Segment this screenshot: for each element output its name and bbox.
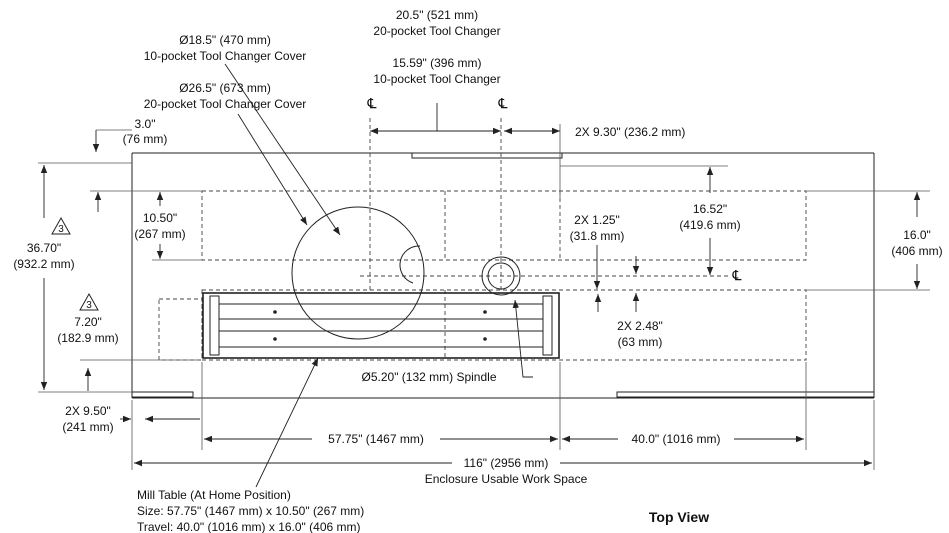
svg-text:10-pocket Tool Changer Cover: 10-pocket Tool Changer Cover	[144, 49, 307, 63]
svg-text:(932.2 mm): (932.2 mm)	[13, 257, 74, 271]
tool-changer-cover-20	[291, 206, 425, 340]
svg-text:7.20": 7.20"	[74, 315, 102, 329]
tool-changer-cover-10	[399, 245, 421, 284]
view-title: Top View	[649, 509, 709, 525]
svg-text:16.52": 16.52"	[693, 202, 727, 216]
svg-text:16.0": 16.0"	[903, 228, 931, 242]
label-cover-20: Ø26.5" (673 mm) 20-pocket Tool Changer C…	[144, 81, 307, 111]
svg-text:36.70": 36.70"	[27, 241, 61, 255]
svg-text:(182.9 mm): (182.9 mm)	[57, 331, 118, 345]
svg-text:10.50": 10.50"	[143, 211, 177, 225]
svg-text:20-pocket Tool Changer: 20-pocket Tool Changer	[373, 24, 500, 38]
svg-text:(31.8 mm): (31.8 mm)	[570, 229, 625, 243]
note-marker-1: 3	[51, 216, 71, 235]
svg-text:Ø26.5" (673 mm): Ø26.5" (673 mm)	[179, 81, 271, 95]
spindle-label: Ø5.20" (132 mm) Spindle	[362, 370, 497, 384]
dim-label-3-0: 3.0" (76 mm)	[123, 117, 168, 146]
svg-text:Size: 57.75" (1467 mm) x 10.50: Size: 57.75" (1467 mm) x 10.50" (267 mm)	[137, 504, 364, 518]
svg-text:10-pocket Tool Changer: 10-pocket Tool Changer	[373, 72, 500, 86]
svg-text:Ø18.5" (470 mm): Ø18.5" (470 mm)	[179, 33, 271, 47]
svg-text:Enclosure Usable Work Space: Enclosure Usable Work Space	[425, 472, 588, 486]
dim-label-36-70: 36.70" (932.2 mm)	[13, 241, 74, 271]
centerline-symbol-horizontal: ℄	[732, 268, 742, 284]
svg-text:3.0": 3.0"	[135, 117, 156, 131]
svg-text:3: 3	[58, 224, 64, 235]
dim-label-57-75: 57.75" (1467 mm)	[328, 432, 424, 446]
dimension-lines	[38, 63, 930, 488]
svg-text:Mill Table (At Home Position): Mill Table (At Home Position)	[137, 488, 291, 502]
mill-table	[202, 292, 560, 359]
dim-label-16-52: 16.52" (419.6 mm)	[679, 202, 740, 232]
label-tool-changer-20: 20.5" (521 mm) 20-pocket Tool Changer	[373, 8, 500, 38]
centerline-symbol-cover: ℄	[367, 96, 377, 112]
travel-envelope	[158, 190, 807, 361]
door-panel-right	[616, 391, 875, 398]
svg-text:2X 9.50": 2X 9.50"	[65, 404, 111, 418]
dim-label-9-50: 2X 9.50" (241 mm)	[62, 404, 113, 434]
centerlines	[360, 118, 728, 292]
svg-text:20-pocket Tool Changer Cover: 20-pocket Tool Changer Cover	[144, 97, 307, 111]
svg-text:(63 mm): (63 mm)	[618, 335, 663, 349]
dim-label-2-48: 2X 2.48" (63 mm)	[617, 319, 663, 349]
enclosure-outline	[131, 152, 875, 399]
svg-text:20.5" (521 mm): 20.5" (521 mm)	[396, 8, 478, 22]
svg-text:(76 mm): (76 mm)	[123, 132, 168, 146]
dim-label-40-0: 40.0" (1016 mm)	[632, 432, 721, 446]
dim-label-116: 116" (2956 mm) Enclosure Usable Work Spa…	[425, 456, 588, 486]
dim-label-1-25: 2X 1.25" (31.8 mm)	[570, 213, 625, 243]
top-panel	[411, 152, 563, 159]
centerline-symbol-spindle: ℄	[498, 96, 508, 112]
svg-text:(419.6 mm): (419.6 mm)	[679, 218, 740, 232]
label-tool-changer-10: 15.59" (396 mm) 10-pocket Tool Changer	[373, 56, 500, 86]
mill-table-label: Mill Table (At Home Position) Size: 57.7…	[137, 488, 364, 533]
svg-text:Travel: 40.0" (1016 mm) x 16.: Travel: 40.0" (1016 mm) x 16.0" (406 mm)	[137, 520, 360, 533]
svg-text:(406 mm): (406 mm)	[891, 244, 942, 258]
note-marker-2: 3	[79, 292, 99, 311]
dim-label-7-20: 7.20" (182.9 mm)	[57, 315, 118, 345]
svg-text:(267 mm): (267 mm)	[134, 227, 185, 241]
svg-text:2X 1.25": 2X 1.25"	[574, 213, 620, 227]
svg-text:2X 2.48": 2X 2.48"	[617, 319, 663, 333]
door-panel-left	[131, 391, 194, 398]
dim-label-10-50: 10.50" (267 mm)	[134, 211, 185, 241]
dim-label-9-30: 2X 9.30" (236.2 mm)	[575, 125, 685, 139]
dim-label-16-0: 16.0" (406 mm)	[891, 228, 942, 258]
svg-text:(241 mm): (241 mm)	[62, 420, 113, 434]
svg-text:3: 3	[86, 300, 92, 311]
svg-text:116" (2956 mm): 116" (2956 mm)	[464, 456, 549, 470]
svg-text:15.59" (396 mm): 15.59" (396 mm)	[393, 56, 482, 70]
spindle	[481, 256, 521, 296]
label-cover-10: Ø18.5" (470 mm) 10-pocket Tool Changer C…	[144, 33, 307, 63]
